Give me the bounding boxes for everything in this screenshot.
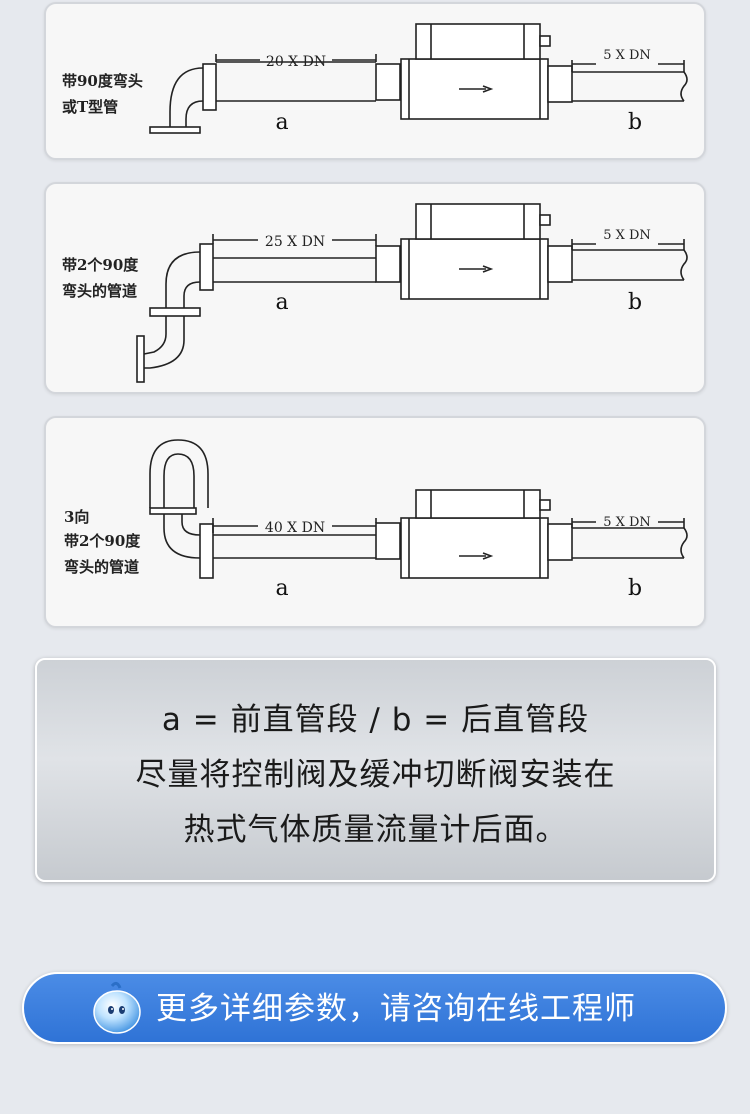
upstream-length-label: 25 X DN	[265, 234, 325, 250]
fitting-label-line: 带90度弯头	[62, 72, 143, 90]
upstream-segment-label: a	[275, 576, 288, 601]
segment-note-box: a = 前直管段 / b = 后直管段 尽量将控制阀及缓冲切断阀安装在 热式气体…	[35, 658, 716, 882]
note-text-line: 热式气体质量流量计后面。	[183, 812, 568, 848]
downstream-segment-label: b	[628, 110, 642, 135]
diagram-card-2: 25 X DN 5 X DN a b 带2个90度 弯头的管道	[44, 182, 706, 394]
fitting-label-line: 弯头的管道	[64, 558, 139, 576]
consult-button-label: 更多详细参数，请咨询在线工程师	[156, 991, 636, 1027]
downstream-segment-label: b	[628, 576, 642, 601]
diagram-card-1: 20 X DN 5 X DN a b 带90度弯头 或T型管	[44, 2, 706, 160]
fitting-label-line: 3向	[64, 508, 89, 526]
mascot-icon	[93, 981, 141, 1034]
upstream-segment-label: a	[275, 290, 288, 315]
segment-legend-text: a = 前直管段 / b = 后直管段	[161, 702, 590, 738]
downstream-length-label: 5 X DN	[603, 228, 651, 243]
downstream-segment-label: b	[628, 290, 642, 315]
installation-diagram-2: 25 X DN 5 X DN a b 带2个90度 弯头的管道	[62, 203, 688, 383]
installation-diagram-1: 20 X DN 5 X DN a b 带90度弯头 或T型管	[62, 23, 688, 135]
note-text-line: 尽量将控制阀及缓冲切断阀安装在	[135, 757, 616, 793]
fitting-label-line: 带2个90度	[62, 256, 139, 274]
fitting-label-line: 带2个90度	[64, 532, 141, 550]
downstream-length-label: 5 X DN	[603, 515, 651, 530]
upstream-segment-label: a	[275, 110, 288, 135]
consult-engineer-button[interactable]: 更多详细参数，请咨询在线工程师	[22, 972, 727, 1044]
installation-diagram-3: 40 X DN 5 X DN a b 3向 带2个90度 弯头的管道	[64, 439, 688, 601]
diagram-card-3: 40 X DN 5 X DN a b 3向 带2个90度 弯头的管道	[44, 416, 706, 628]
fitting-label-line: 或T型管	[62, 98, 118, 116]
fitting-label-line: 弯头的管道	[62, 282, 137, 300]
downstream-length-label: 5 X DN	[603, 48, 651, 63]
upstream-length-label: 40 X DN	[265, 520, 325, 536]
upstream-length-label: 20 X DN	[266, 54, 326, 70]
